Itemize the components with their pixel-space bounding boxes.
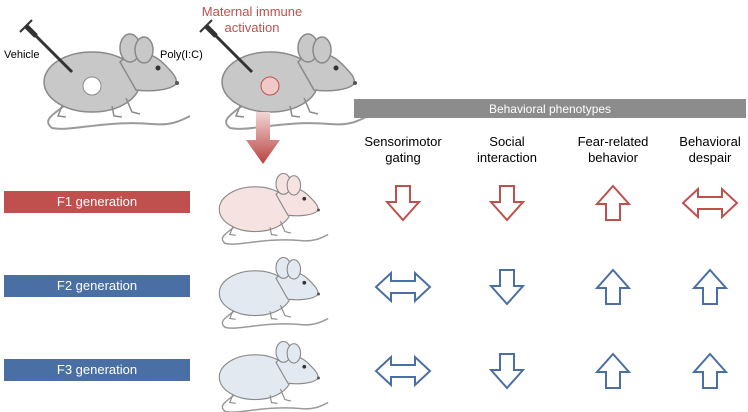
arrow-down-icon [488,185,526,222]
col-sensorimotor-line1: Sensorimotor [364,134,442,149]
generation-bar [4,359,190,381]
arrow-down-icon [488,353,526,390]
vehicle-mouse [43,33,191,130]
arrow-down-icon [384,185,422,222]
col-despair-line1: Behavioral [679,134,741,149]
col-despair-line2: despair [689,150,732,165]
offspring-mouse [218,172,329,245]
mia-title-line1: Maternal immune [202,4,302,19]
arrow-up-icon [691,268,729,305]
col-sensorimotor-line2: gating [385,150,420,165]
arrow-up-icon [594,268,632,305]
phenotypes-header-bar [354,99,746,118]
generation-label: F1 generation [57,194,137,209]
phenotypes-header: Behavioral phenotypes [489,102,611,116]
col-fear-line1: Fear-related [578,134,649,149]
generation-label: F3 generation [57,362,137,377]
generation-bar [4,275,190,297]
arrow-left-right-icon [681,186,739,220]
arrow-up-icon [594,184,632,221]
syringe-icon [199,19,254,74]
col-social-line2: interaction [477,150,537,165]
syringe-icon [19,19,74,74]
generation-bar [4,191,190,213]
arrow-left-right-icon [374,270,432,304]
arrow-up-icon [594,352,632,389]
arrow-up-icon [691,352,729,389]
arrow-down-icon [488,269,526,306]
col-fear-line2: behavior [588,150,639,165]
mia-title-line2: activation [225,20,280,35]
arrow-left-right-icon [374,354,432,388]
generation-label: F2 generation [57,278,137,293]
polyic-mouse [221,33,369,130]
offspring-mouse [218,256,329,329]
offspring-mouse [218,340,329,412]
vehicle-label: Vehicle [4,49,39,61]
polyic-label: Poly(I:C) [160,49,203,61]
generation-arrow [246,112,280,164]
col-social-line1: Social [489,134,525,149]
